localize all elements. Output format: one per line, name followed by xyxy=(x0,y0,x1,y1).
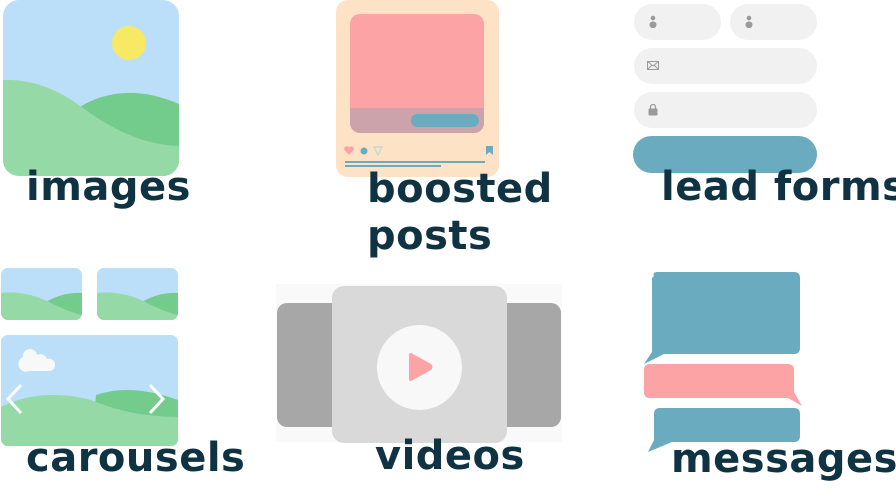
landscape-image-icon xyxy=(3,0,179,176)
person-icon xyxy=(649,15,657,28)
comment-icon xyxy=(360,147,368,155)
lead-forms-label: lead forms xyxy=(661,164,896,210)
thumbnail-image-icon xyxy=(97,268,178,320)
envelope-icon xyxy=(647,61,659,70)
lead-forms-tile[interactable]: lead forms xyxy=(630,0,896,215)
person-icon xyxy=(745,15,753,28)
carousels-label: carousels xyxy=(26,435,246,481)
videos-tile[interactable]: videos xyxy=(276,284,566,484)
bookmark-icon xyxy=(486,146,493,155)
thumbnail-image-icon xyxy=(1,268,82,320)
post-media xyxy=(350,14,484,133)
chat-bubbles-icon xyxy=(644,272,802,452)
play-icon xyxy=(409,353,433,381)
boosted-label-line1: boosted xyxy=(367,166,553,212)
heart-icon xyxy=(344,146,354,155)
chevron-left-icon[interactable] xyxy=(3,383,25,415)
email-field xyxy=(634,48,817,84)
last-name-field xyxy=(730,4,817,40)
share-icon xyxy=(373,146,383,156)
chevron-right-icon[interactable] xyxy=(146,383,168,415)
cloud-icon xyxy=(18,348,56,372)
images-label: images xyxy=(26,164,191,210)
carousels-tile[interactable]: carousels xyxy=(0,268,250,500)
post-card xyxy=(336,0,499,177)
first-name-field xyxy=(634,4,721,40)
password-field xyxy=(634,92,817,128)
lock-icon xyxy=(648,103,658,116)
main-slide-image-icon xyxy=(1,335,178,446)
boosted-posts-tile[interactable]: boosted posts xyxy=(336,0,556,260)
caption-line-2 xyxy=(345,165,441,167)
caption-line-1 xyxy=(345,161,485,163)
images-tile[interactable]: images xyxy=(0,0,190,215)
messages-label: messages xyxy=(671,436,896,482)
cta-button xyxy=(411,114,479,127)
messages-tile[interactable]: messages xyxy=(640,272,896,500)
videos-label: videos xyxy=(375,433,525,479)
boosted-label-line2: posts xyxy=(367,213,493,259)
submit-button xyxy=(633,136,817,173)
play-button[interactable] xyxy=(377,325,462,410)
